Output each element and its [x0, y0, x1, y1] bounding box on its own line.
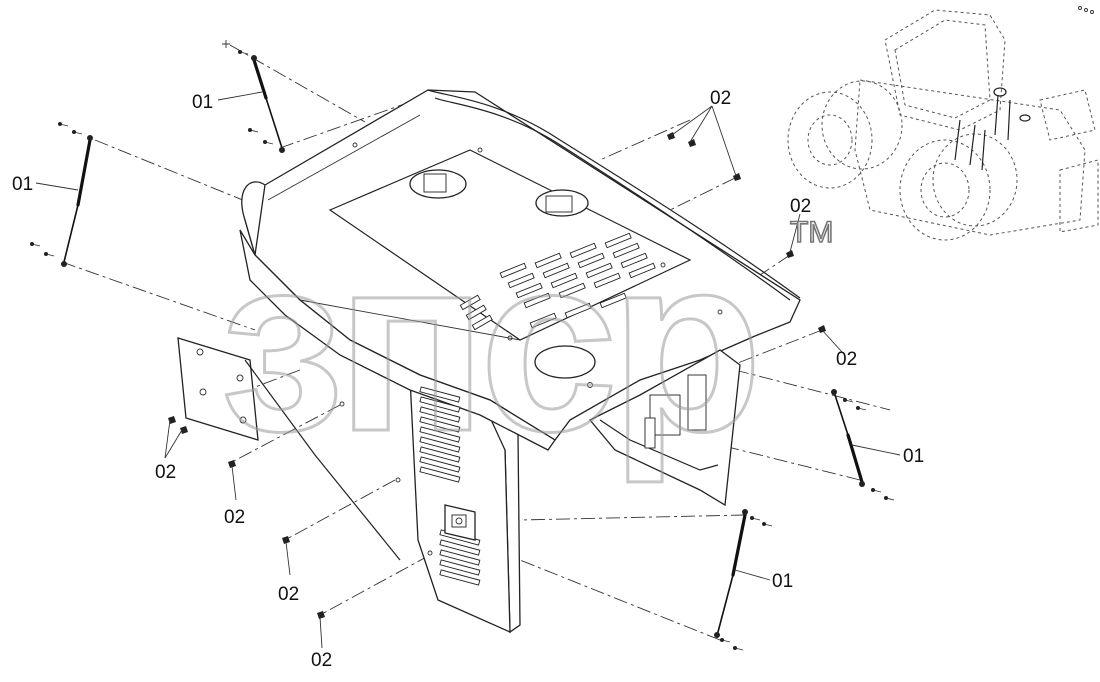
callout-02-top-right: 02 — [710, 88, 731, 109]
gas-strut-bottom — [714, 509, 748, 638]
leader-lines — [35, 91, 901, 649]
engine-hood — [239, 89, 801, 634]
callout-02-left-1: 02 — [224, 507, 245, 528]
callout-01-right: 01 — [903, 446, 924, 467]
callout-02-left-bracket: 02 — [155, 462, 176, 483]
watermark: зпср TM — [219, 203, 835, 485]
callout-01-left: 01 — [12, 174, 33, 195]
callout-01-bottom: 01 — [772, 571, 793, 592]
callout-02-left-3: 02 — [311, 650, 332, 671]
gas-strut-left — [61, 135, 93, 267]
hood-latch — [444, 504, 476, 541]
gas-strut-right — [831, 389, 865, 487]
callout-02-right-middle: 02 — [836, 349, 857, 370]
loader-locator-inset — [787, 6, 1099, 241]
side-bracket-plate — [177, 337, 259, 441]
watermark-text: зпср — [220, 204, 755, 483]
callout-02-right-upper: 02 — [790, 196, 811, 217]
callout-02-left-2: 02 — [278, 584, 299, 605]
callout-labels: 01 01 02 02 02 02 01 01 02 02 02 — [12, 88, 924, 671]
gas-strut-top — [251, 55, 285, 153]
callout-01-top: 01 — [192, 92, 213, 113]
top-louvers — [459, 232, 656, 331]
center-lines — [61, 44, 891, 641]
watermark-tm: TM — [790, 216, 833, 249]
front-grille-louvers — [419, 386, 481, 586]
